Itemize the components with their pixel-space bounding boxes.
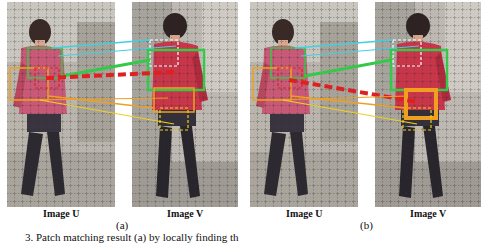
panel-label: (b) (360, 219, 373, 231)
figure-caption: 3. Patch matching result (a) by locally … (25, 231, 239, 243)
panel-label: (a) (116, 219, 128, 231)
image-label: Image U (286, 208, 322, 219)
image-label: Image U (43, 208, 79, 219)
image-label: Image V (167, 208, 203, 219)
image-label: Image V (410, 208, 446, 219)
